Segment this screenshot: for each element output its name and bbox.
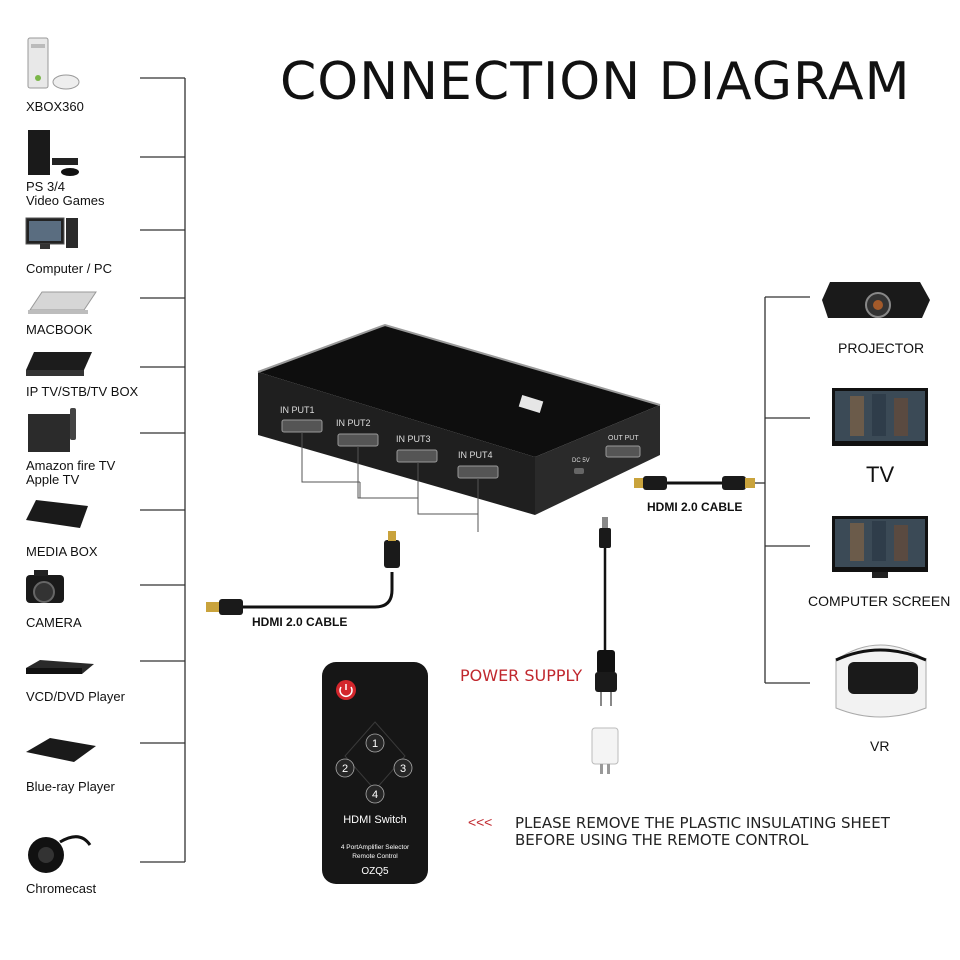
remote-notice: PLEASE REMOVE THE PLASTIC INSULATING SHE… — [515, 814, 890, 849]
input-label-2: IN PUT2 — [336, 418, 371, 428]
remote-sub2: Remote Control — [352, 853, 398, 860]
input-cable-label: HDMI 2.0 CABLE — [252, 615, 348, 629]
input-label-3: IN PUT3 — [396, 434, 431, 444]
destination-label-computer-screen: COMPUTER SCREEN — [808, 593, 951, 609]
dvd-player-icon — [26, 660, 94, 674]
switch-logo — [518, 395, 544, 413]
macbook-icon — [28, 291, 97, 314]
source-label-apple-tv: Amazon fire TV Apple TV — [26, 458, 116, 487]
svg-text:4: 4 — [372, 789, 378, 801]
page-title: CONNECTION DIAGRAM — [280, 52, 911, 112]
source-label-macbook: MACBOOK — [26, 322, 93, 337]
camera-icon — [26, 570, 64, 603]
remote-button-1 — [365, 733, 385, 753]
destination-label-vr: VR — [870, 738, 890, 754]
source-label-ps: PS 3/4 Video Games — [26, 179, 105, 208]
vr-headset-icon — [835, 644, 927, 718]
input-port-lines — [301, 432, 479, 532]
svg-text:2: 2 — [342, 763, 348, 775]
dc-label: DC 5V — [572, 458, 590, 464]
source-label-camera: CAMERA — [26, 615, 82, 630]
power-supply — [591, 517, 619, 774]
output-cable-label: HDMI 2.0 CABLE — [647, 500, 743, 514]
input-label-1: IN PUT1 — [280, 405, 315, 415]
remote-sub1: 4 PortAmplifier Selector — [341, 844, 410, 851]
usb-adapter — [591, 727, 619, 765]
output-port — [605, 445, 641, 458]
source-label-tv-box: IP TV/STB/TV BOX — [26, 384, 139, 399]
svg-text:1: 1 — [372, 738, 378, 750]
hdmi-output-cable — [634, 476, 755, 490]
hdmi-input-cable — [206, 531, 400, 615]
source-label-dvd: VCD/DVD Player — [26, 689, 125, 704]
source-bus — [140, 77, 186, 863]
remote-control: 1 2 3 4 HDMI Switch 4 PortAmplifier Sele… — [322, 662, 428, 884]
notice-arrows-icon: < < < — [468, 814, 492, 830]
projector-icon — [822, 282, 930, 318]
remote-button-2 — [335, 758, 355, 778]
source-label-media-box: MEDIA BOX — [26, 544, 98, 559]
power-supply-label: POWER SUPPLY — [460, 666, 583, 685]
remote-name: HDMI Switch — [343, 814, 407, 826]
input-port-2 — [337, 433, 379, 447]
apple-tv-icon — [28, 408, 76, 452]
input-port-3 — [396, 449, 438, 463]
remote-model: OZQ5 — [361, 866, 389, 877]
xbox360-icon — [27, 37, 80, 90]
input-port-1 — [281, 419, 323, 433]
remote-button-4 — [365, 784, 385, 804]
destination-bus — [752, 296, 810, 684]
chromecast-icon — [28, 835, 92, 873]
playstation-icon — [28, 130, 79, 176]
source-label-chromecast: Chromecast — [26, 881, 97, 896]
hdmi-switch: IN PUT1 IN PUT2 IN PUT3 IN PUT4 OUT PUT … — [257, 323, 661, 515]
input-port-4 — [457, 465, 499, 479]
tv-icon — [832, 388, 928, 446]
dc-port — [574, 468, 584, 474]
output-label: OUT PUT — [608, 435, 639, 442]
input-label-4: IN PUT4 — [458, 450, 493, 460]
bluray-player-icon — [26, 738, 96, 762]
destination-label-tv: TV — [866, 462, 895, 487]
media-box-icon — [26, 500, 88, 528]
svg-text:3: 3 — [400, 763, 406, 775]
tv-box-icon — [26, 352, 92, 376]
destination-label-projector: PROJECTOR — [838, 340, 925, 356]
monitor-icon — [832, 516, 928, 578]
computer-icon — [25, 217, 78, 249]
source-label-bluray: Blue-ray Player — [26, 779, 115, 794]
source-label-xbox360: XBOX360 — [26, 99, 84, 114]
remote-button-3 — [393, 758, 413, 778]
source-label-computer: Computer / PC — [26, 261, 112, 276]
